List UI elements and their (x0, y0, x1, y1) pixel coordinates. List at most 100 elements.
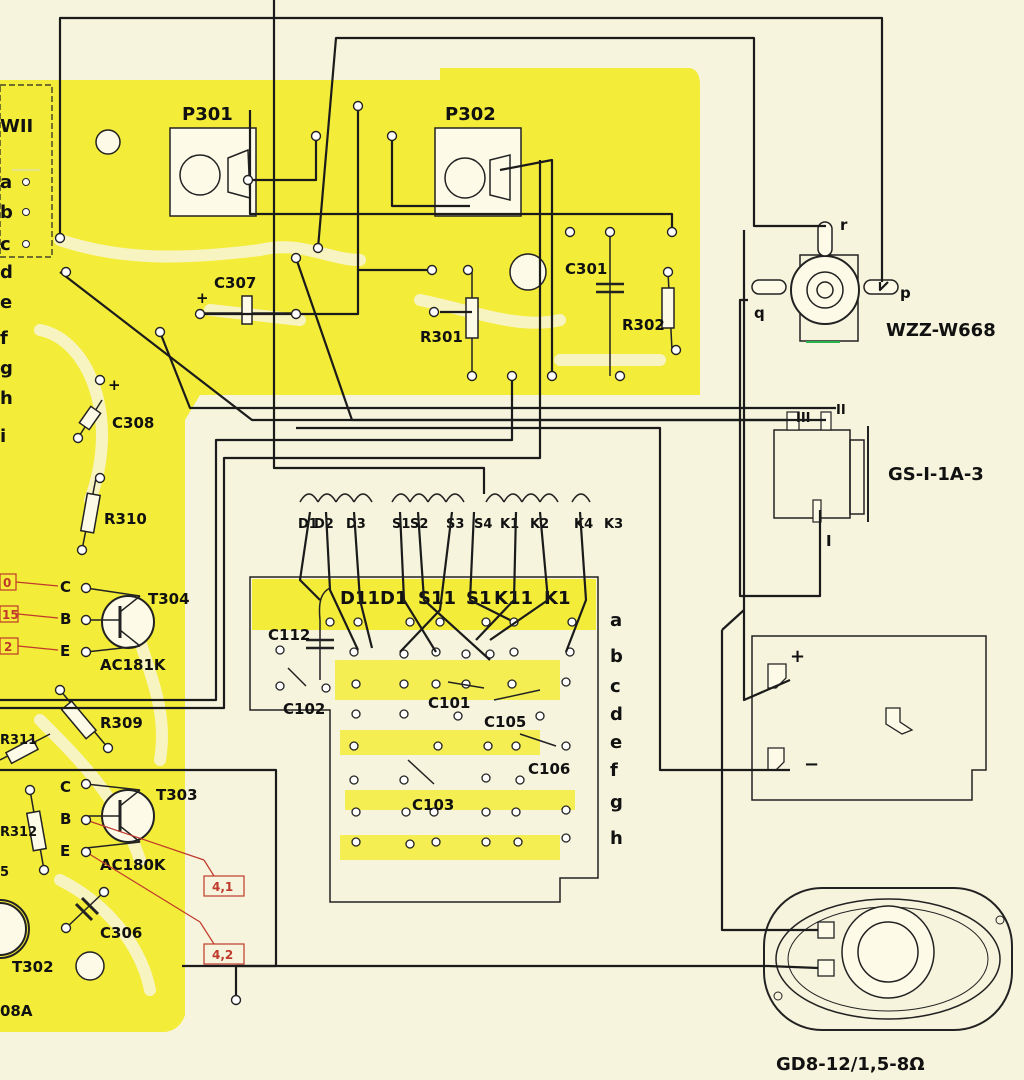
edge-letter-d: d (0, 262, 13, 283)
edge-letter-f: f (0, 328, 8, 349)
c307-label: C307 (214, 274, 256, 292)
switch-label-3: S1 (466, 588, 492, 609)
pot-r-label: r (840, 216, 848, 234)
solder-pad (511, 741, 521, 751)
coil-loop (335, 493, 355, 503)
c308-capacitor (77, 399, 103, 439)
solder-pad (401, 807, 411, 817)
gs-pin-i: I (826, 532, 832, 550)
solder-pad (94, 374, 106, 386)
edge-connector-label: WII (0, 116, 33, 137)
solder-pad (461, 649, 471, 659)
edge-letter-g: g (0, 358, 13, 379)
solder-pad (386, 130, 398, 142)
coil-label-9: K4 (574, 517, 593, 532)
row-letter-f: f (610, 760, 618, 781)
c301-label: C301 (565, 260, 607, 278)
mounting-hole (75, 951, 105, 981)
solder-pad (290, 252, 302, 264)
solder-pad (399, 775, 409, 785)
coil-loop (299, 493, 319, 503)
upper-board-pads (24, 100, 682, 1006)
c301-capacitor (596, 228, 624, 376)
solder-pad (405, 839, 415, 849)
coil-loop (391, 493, 411, 503)
solder-pad (506, 370, 518, 382)
solder-pad (351, 837, 361, 847)
coil-loop (317, 493, 337, 503)
r310-resistor (79, 477, 102, 551)
r302-resistor (661, 271, 675, 351)
solder-pad (561, 741, 571, 751)
speaker (763, 887, 1013, 1031)
solder-pad (399, 649, 409, 659)
t304-terminal-b: B (60, 610, 71, 628)
solder-pad (614, 370, 626, 382)
solder-pad (98, 886, 110, 898)
solder-pad (429, 807, 439, 817)
c308-plus: + (108, 376, 121, 394)
coil-loop (409, 493, 429, 503)
t303-label: T303 (156, 786, 198, 804)
r310-label: R310 (104, 510, 147, 528)
solder-pad (80, 614, 92, 626)
solder-pad (80, 582, 92, 594)
solder-pad (54, 232, 66, 244)
solder-pad (325, 617, 335, 627)
coil-label-7: K1 (500, 517, 519, 532)
r312-resistor (25, 789, 48, 871)
solder-pad (80, 846, 92, 858)
p301-label: P301 (182, 104, 233, 125)
edge-letter-i: i (0, 426, 6, 447)
t304-b-ref: 15 (2, 608, 19, 622)
solder-pad (481, 837, 491, 847)
row-letter-b: b (610, 646, 623, 667)
switch-label-5: K1 (544, 588, 570, 609)
r312-label: R312 (0, 825, 37, 840)
edge-letter-e: e (0, 292, 12, 313)
solder-pad (72, 432, 84, 444)
coil-loop (571, 493, 591, 503)
battery-plus: + (790, 646, 805, 667)
solder-pad (466, 370, 478, 382)
r309-label: R309 (100, 714, 143, 732)
solder-pad (60, 922, 72, 934)
coil-loop (539, 493, 559, 503)
solder-pad (351, 679, 361, 689)
solder-pad (481, 617, 491, 627)
t304-transistor (85, 587, 155, 653)
row-letter-a: a (610, 610, 622, 631)
c308-label: C308 (112, 414, 154, 432)
solder-pad (80, 646, 92, 658)
coil-label-8: K2 (530, 517, 549, 532)
solder-pad (76, 544, 88, 556)
t304-red-refs (0, 573, 59, 655)
solder-pad (321, 683, 331, 693)
solder-pad (462, 264, 474, 276)
r301-label: R301 (420, 328, 463, 346)
solder-pad (154, 326, 166, 338)
t303-type: AC180K (100, 856, 167, 874)
solder-pad (511, 807, 521, 817)
row-letter-e: e (610, 732, 622, 753)
solder-pad (483, 741, 493, 751)
speaker-label: GD8-12/1,5-8Ω (776, 1054, 925, 1075)
edge-pad (22, 208, 30, 216)
gs-pin-iii: III (796, 411, 811, 426)
solder-pad (453, 711, 463, 721)
t303-terminal-e: E (60, 842, 70, 860)
t304-c-ref: 0 (3, 576, 11, 590)
solder-pad (435, 617, 445, 627)
mounting-hole (509, 253, 547, 291)
switch-label-1: D1 (380, 588, 407, 609)
solder-pad (428, 306, 440, 318)
ref-4-2: 4,2 (212, 948, 233, 962)
p301-potentiometer (169, 127, 257, 217)
pcb-board (0, 68, 700, 1032)
pot-p-label: p (900, 284, 911, 302)
solder-pad (24, 784, 36, 796)
r311-resistor (0, 733, 51, 765)
row-letter-g: g (610, 792, 623, 813)
